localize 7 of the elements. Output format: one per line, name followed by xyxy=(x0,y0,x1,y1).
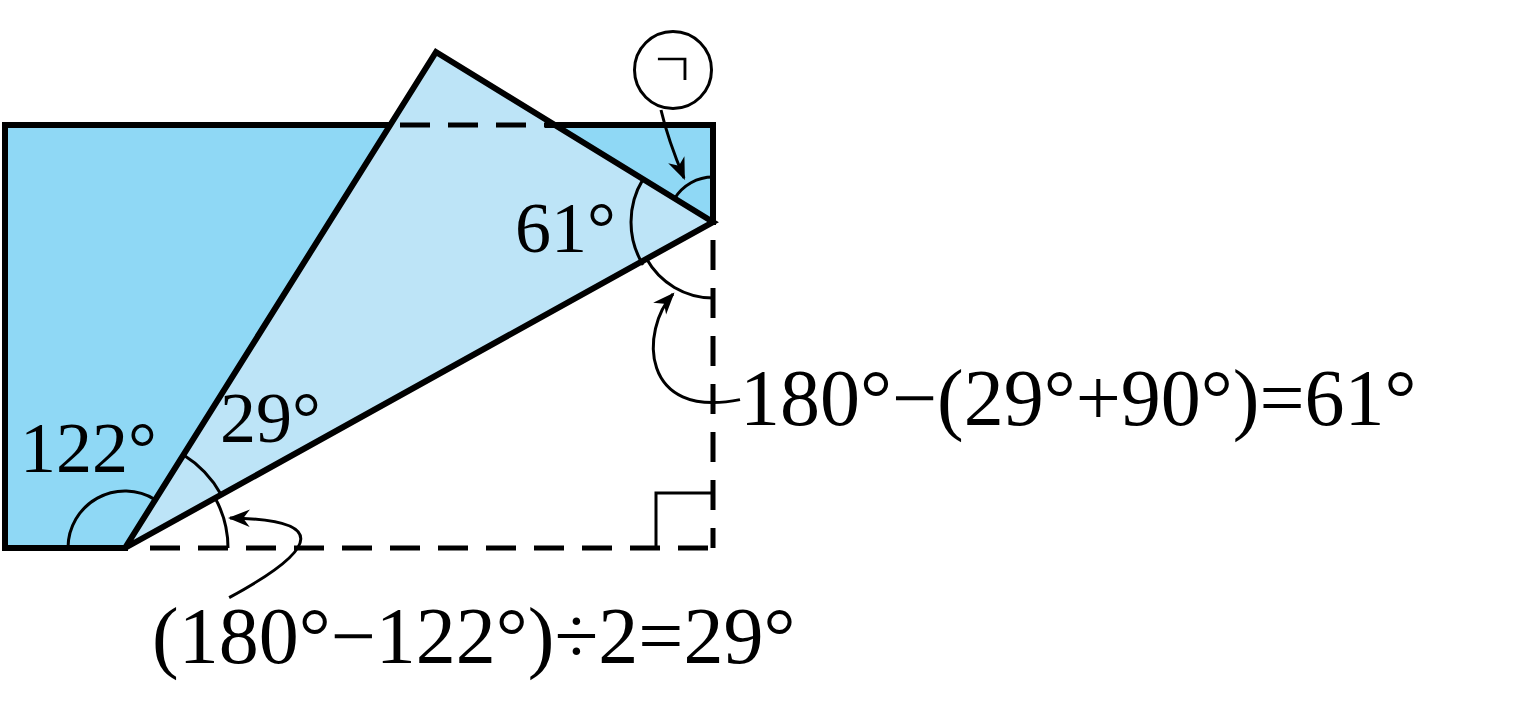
circled-label: ㄱ xyxy=(633,30,713,110)
angle-label: 122° xyxy=(20,412,157,484)
angle-label: 29° xyxy=(220,382,321,454)
leader-arrow xyxy=(659,109,686,181)
leader-arrow xyxy=(227,510,303,599)
angle-label: 61° xyxy=(515,192,616,264)
leader-arrow xyxy=(652,292,741,404)
